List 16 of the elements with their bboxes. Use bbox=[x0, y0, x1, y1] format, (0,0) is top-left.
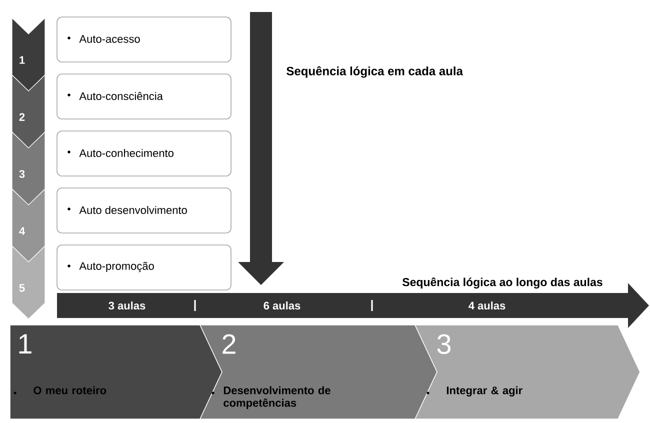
step-tab: 5 bbox=[12, 245, 46, 320]
arrow-label: Sequência lógica em cada aula bbox=[286, 66, 463, 78]
arrow-label: 6 aulas bbox=[264, 301, 300, 310]
phase-panel: 3 Integrar & agir bbox=[414, 324, 640, 420]
step-tab: 2 bbox=[12, 74, 46, 148]
step-tab: 1 bbox=[12, 17, 46, 92]
arrow-label: 4 aulas bbox=[468, 301, 506, 310]
arrow-label: Sequência lógica ao longo das aulas bbox=[402, 278, 602, 288]
list-box: Auto-promoção bbox=[56, 244, 232, 290]
list-box: Auto-acesso bbox=[56, 16, 232, 62]
list-box: Auto-consciência bbox=[56, 74, 232, 120]
list-box: Auto-conhecimento bbox=[56, 130, 232, 176]
list-box: Auto desenvolvimento bbox=[56, 188, 232, 234]
arrow-label: 3 aulas bbox=[108, 301, 146, 310]
step-tab: 4 bbox=[12, 188, 46, 262]
step-tab: 3 bbox=[12, 131, 46, 206]
